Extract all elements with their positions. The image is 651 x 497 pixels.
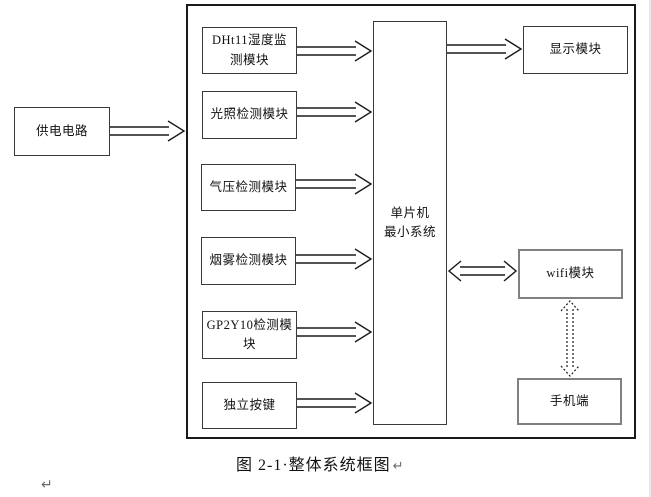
arrow-core-to-display — [447, 37, 523, 61]
box-power-circuit-label: 供电电路 — [35, 123, 88, 138]
arrow-pressure-to-core — [296, 172, 373, 196]
arrow-keys-to-core — [297, 391, 373, 415]
box-pressure-detect-module-label: 气压检测模块 — [209, 179, 288, 194]
box-display-module-label: 显示模块 — [549, 42, 602, 57]
box-dht11-humidity-module: DHt11湿度监测模块 — [202, 27, 297, 74]
figure-caption: 图 2-1·整体系统框图↵ — [236, 451, 405, 475]
box-wifi-module: wifi模块 — [518, 249, 623, 299]
box-independent-keys: 独立按键 — [202, 382, 297, 429]
box-light-detect-module: 光照检测模块 — [202, 91, 297, 139]
page-edge — [649, 0, 651, 497]
box-power-circuit: 供电电路 — [14, 107, 110, 156]
arrow-smoke-to-core — [296, 247, 373, 271]
arrow-wifi-phone-dashed-bidirectional — [558, 299, 582, 378]
box-light-detect-module-label: 光照检测模块 — [210, 107, 289, 122]
arrow-light-to-core — [297, 100, 373, 124]
box-phone-client-label: 手机端 — [549, 393, 589, 408]
box-gp2y10-detect-module: GP2Y10检测模块 — [202, 311, 297, 359]
mcu-label-line2: 最小系统 — [383, 225, 436, 239]
bottom-paragraph-mark: ↵ — [41, 477, 53, 493]
caption-return-mark: ↵ — [392, 459, 405, 474]
arrow-core-wifi-bidirectional — [447, 259, 518, 283]
box-smoke-detect-module: 烟雾检测模块 — [201, 237, 296, 285]
box-gp2y10-detect-module-label: GP2Y10检测模块 — [206, 317, 293, 351]
box-wifi-module-label: wifi模块 — [546, 266, 595, 281]
mcu-label-line1: 单片机 — [390, 205, 430, 220]
box-independent-keys-label: 独立按键 — [223, 397, 276, 412]
box-mcu-minimum-system: 单片机 最小系统 — [373, 21, 447, 425]
box-dht11-humidity-module-label: DHt11湿度监测模块 — [211, 33, 288, 67]
box-mcu-minimum-system-label: 单片机 最小系统 — [381, 204, 439, 243]
arrow-dht11-to-core — [297, 39, 373, 63]
box-smoke-detect-module-label: 烟雾检测模块 — [209, 253, 288, 268]
box-phone-client: 手机端 — [517, 378, 622, 425]
system-frame — [186, 4, 636, 439]
figure-caption-text: 图 2-1·整体系统框图 — [236, 457, 391, 474]
arrow-power-to-frame — [110, 119, 186, 143]
arrow-gp2y10-to-core — [297, 320, 373, 344]
box-pressure-detect-module: 气压检测模块 — [201, 164, 296, 211]
box-display-module: 显示模块 — [523, 26, 628, 74]
